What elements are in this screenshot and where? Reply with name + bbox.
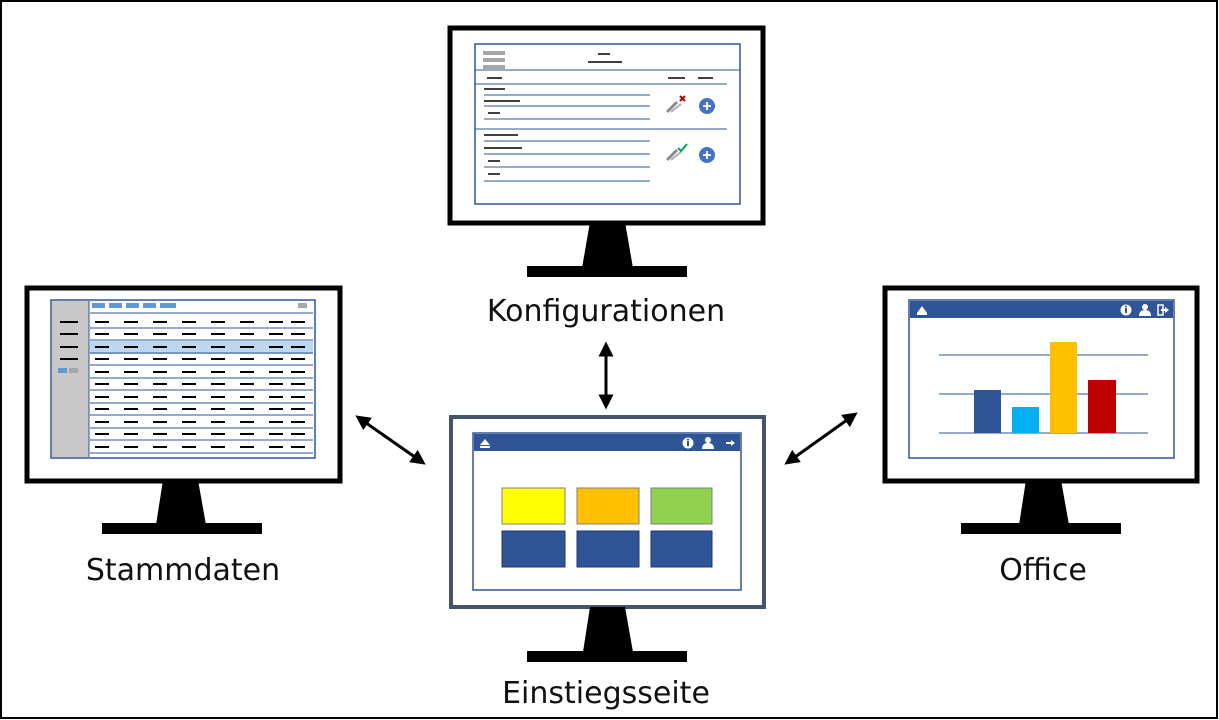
node-label-stammdaten: Stammdaten bbox=[86, 553, 280, 588]
pin-check-icon bbox=[665, 143, 688, 162]
chart-bar-orange bbox=[1050, 342, 1077, 433]
node-label-einstiegsseite: Einstiegsseite bbox=[502, 676, 710, 711]
tile-orange[interactable] bbox=[576, 487, 640, 525]
einstiegsseite-monitor[interactable] bbox=[449, 415, 766, 662]
home-icon[interactable] bbox=[917, 306, 927, 313]
stammdaten-monitor[interactable] bbox=[24, 285, 343, 534]
konfigurationen-monitor[interactable] bbox=[447, 25, 766, 277]
arrow-einstiegsseite-stammdaten bbox=[355, 415, 426, 465]
logout-icon[interactable] bbox=[726, 440, 735, 446]
einstiegsseite-screen bbox=[472, 432, 742, 591]
chart-bar-dark-blue bbox=[974, 390, 1001, 433]
chart-bar-cyan bbox=[1012, 407, 1039, 433]
konfigurationen-screen bbox=[474, 43, 741, 205]
stammdaten-screen bbox=[50, 299, 316, 459]
tile-blue-1[interactable] bbox=[501, 530, 566, 568]
node-label-office: Office bbox=[999, 553, 1087, 588]
header-bar bbox=[474, 434, 740, 451]
tile-blue-3[interactable] bbox=[650, 530, 713, 568]
chart-bar-red bbox=[1088, 380, 1116, 433]
plus-circle-icon[interactable] bbox=[699, 147, 715, 163]
home-icon[interactable] bbox=[480, 439, 490, 445]
arrow-einstiegsseite-office bbox=[784, 412, 858, 465]
stammdaten-table bbox=[90, 312, 313, 454]
tile-yellow[interactable] bbox=[501, 487, 566, 525]
user-icon[interactable] bbox=[1139, 304, 1151, 316]
info-icon[interactable] bbox=[1120, 304, 1132, 316]
monitor-stand bbox=[156, 480, 206, 525]
table-row-selected bbox=[90, 341, 313, 354]
tile-blue-2[interactable] bbox=[576, 530, 640, 568]
monitor-base bbox=[961, 523, 1121, 534]
monitor-base bbox=[527, 266, 687, 277]
office-screen bbox=[908, 299, 1175, 459]
pin-remove-icon bbox=[665, 95, 686, 114]
office-monitor[interactable] bbox=[882, 285, 1200, 534]
info-icon[interactable] bbox=[682, 437, 694, 449]
node-label-konfigurationen: Konfigurationen bbox=[487, 294, 725, 329]
header-bar bbox=[910, 301, 1173, 318]
user-icon[interactable] bbox=[702, 437, 714, 449]
plus-circle-icon[interactable] bbox=[699, 98, 715, 114]
monitor-stand bbox=[1019, 480, 1069, 525]
monitor-base bbox=[102, 523, 262, 534]
monitor-stand bbox=[582, 222, 633, 268]
logout-icon[interactable] bbox=[1157, 304, 1169, 316]
tile-green[interactable] bbox=[650, 487, 713, 525]
monitor-base bbox=[527, 651, 687, 662]
monitor-stand bbox=[583, 607, 633, 652]
